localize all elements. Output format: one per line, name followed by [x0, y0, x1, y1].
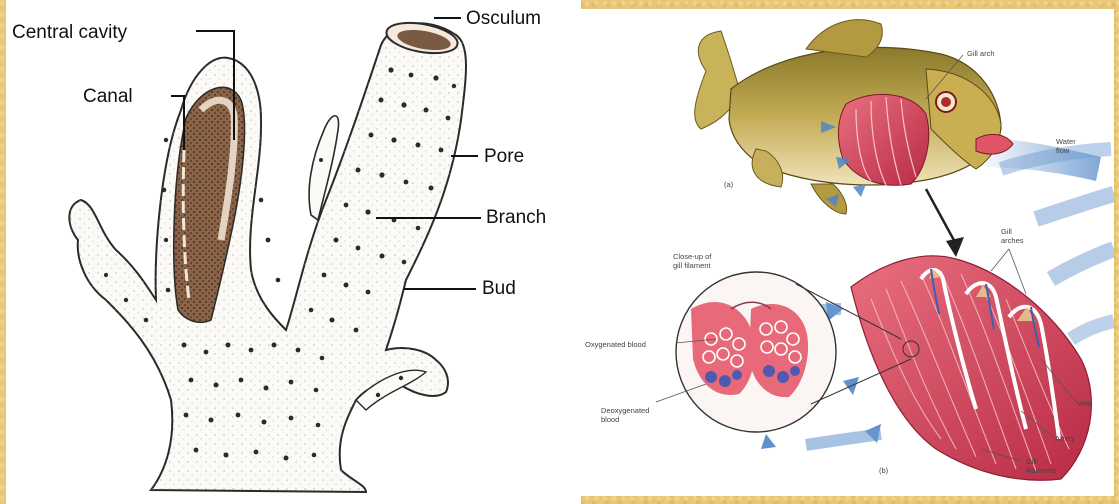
label-canal: Canal	[83, 86, 133, 108]
fish-dorsal-fin	[806, 20, 882, 57]
gill-filaments-section	[851, 256, 1091, 480]
sponge-diagram-panel: Central cavity Canal Osculum Pore Branch…	[6, 0, 581, 504]
fish-figure	[695, 20, 1013, 214]
label-gill-arch: Gill arch	[967, 49, 995, 58]
water-flow-stream-right-3	[1071, 321, 1114, 339]
label-panel-b: (b)	[879, 466, 888, 475]
label-bud: Bud	[482, 278, 516, 300]
fish-gill-illustration	[581, 9, 1114, 496]
label-gill-arches: Gill arches	[1001, 227, 1024, 245]
label-deoxygenated-blood: Deoxygenated blood	[601, 406, 649, 424]
label-gill-filaments: Gill filaments	[1026, 457, 1056, 475]
label-panel-a: (a)	[724, 180, 733, 189]
label-water-flow: Water flow	[1056, 137, 1076, 155]
water-flow-stream-right-1	[1036, 194, 1114, 219]
pointer-arrow	[926, 189, 956, 244]
label-artery: Artery	[1055, 434, 1075, 443]
sponge-illustration	[6, 0, 581, 504]
water-flow-stream-right-2	[1051, 249, 1114, 279]
label-osculum: Osculum	[466, 8, 541, 30]
label-vein: Vein	[1077, 399, 1092, 408]
label-central-cavity: Central cavity	[12, 22, 127, 44]
fish-gill-diagram-panel: Gill arch Water flow (a) Gill arches Clo…	[581, 9, 1114, 496]
label-closeup-gill-filament: Close-up of gill filament	[673, 252, 711, 270]
label-pore: Pore	[484, 146, 524, 168]
label-branch: Branch	[486, 207, 546, 229]
label-oxygenated-blood: Oxygenated blood	[585, 340, 646, 349]
